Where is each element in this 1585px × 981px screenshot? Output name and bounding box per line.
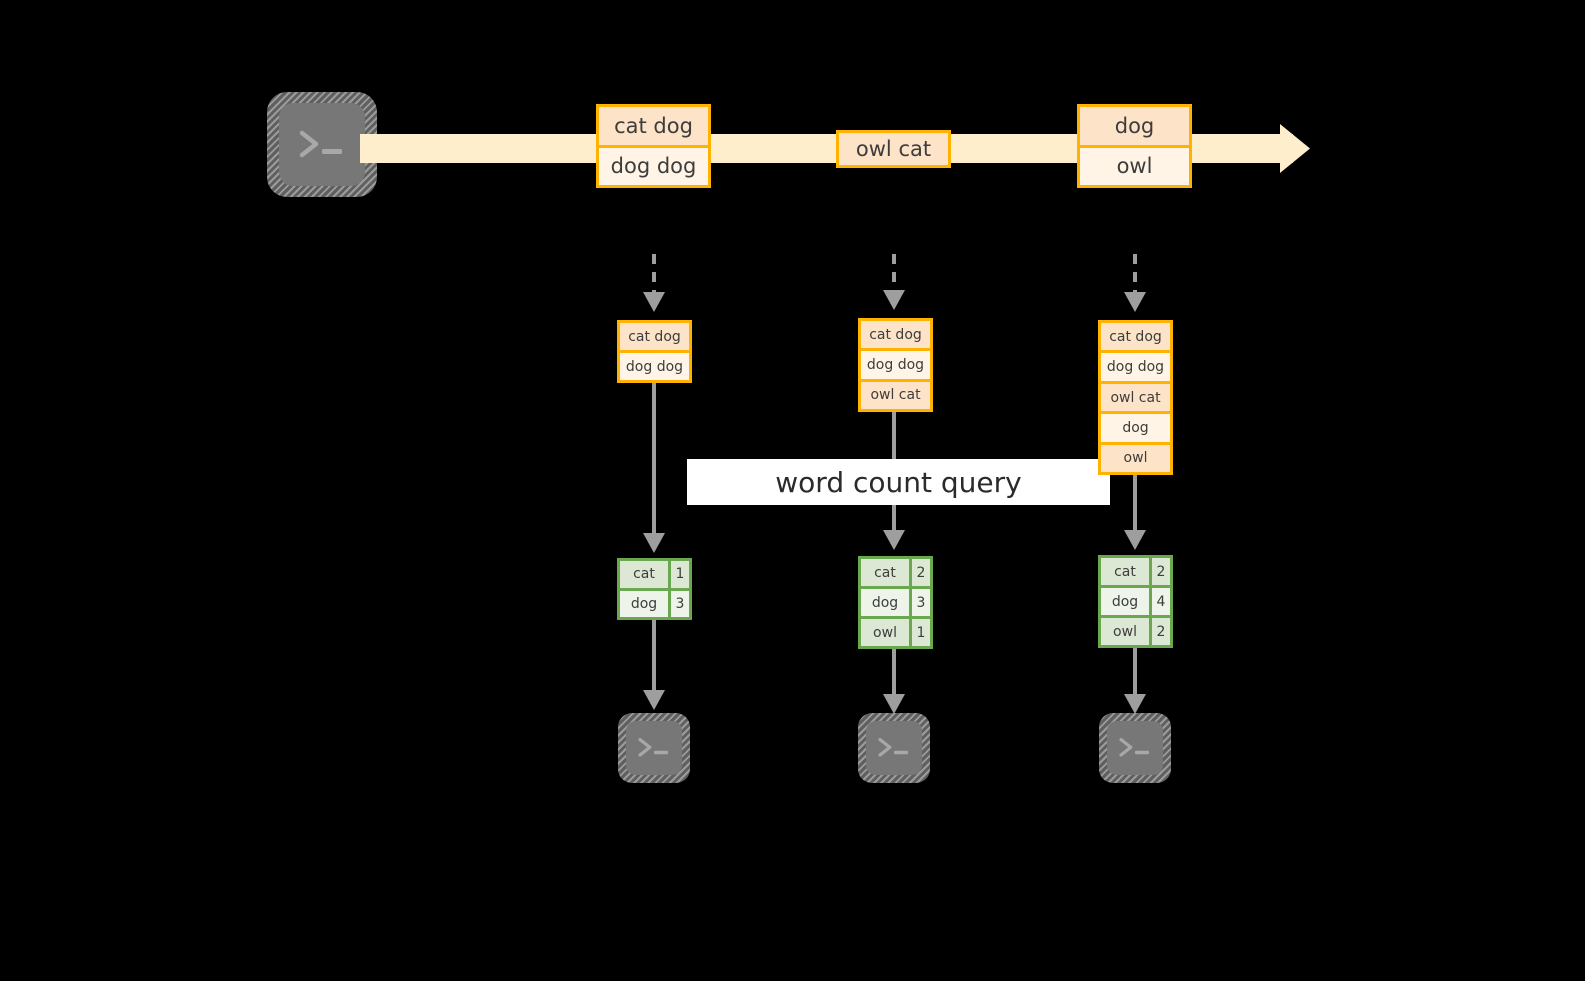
- trigger-2-input-row: dog dog: [861, 348, 930, 378]
- stream-arrow-head-icon: [1280, 124, 1310, 173]
- trigger-2-query-connector-arrow-icon: [883, 530, 905, 550]
- word-count-query-banner: word count query: [687, 459, 1110, 505]
- trigger-3-result-key: cat: [1101, 558, 1149, 585]
- trigger-3-result-count: 2: [1149, 558, 1170, 585]
- trigger-2-input-table: cat dog dog dog owl cat: [858, 318, 933, 412]
- trigger-2-input-row: owl cat: [861, 378, 930, 409]
- stream-batch-3-line-2: owl: [1080, 144, 1189, 186]
- stream-batch-1-line-1: cat dog: [599, 107, 708, 145]
- trigger-2-result-table: cat 2 dog 3 owl 1: [858, 556, 933, 649]
- trigger-2-input-row: cat dog: [861, 321, 930, 349]
- terminal-screen: [279, 103, 365, 186]
- trigger-1-sink-connector: [652, 620, 656, 690]
- trigger-2-result-count: 3: [909, 589, 930, 616]
- trigger-3-input-row: owl cat: [1101, 380, 1170, 412]
- trigger-3-result-table: cat 2 dog 4 owl 2: [1098, 555, 1173, 648]
- trigger-3-result-row: owl 2: [1101, 615, 1170, 645]
- trigger-3-result-count: 2: [1149, 618, 1170, 645]
- trigger-1-input-table: cat dog dog dog: [617, 320, 692, 383]
- trigger-2-stream-connector: [892, 254, 896, 290]
- stream-batch-2: owl cat: [836, 130, 951, 168]
- stream-batch-2-line-1: owl cat: [855, 137, 932, 161]
- trigger-3-result-row: cat 2: [1101, 558, 1170, 585]
- trigger-2-stream-connector-arrow-icon: [883, 290, 905, 310]
- trigger-1-result-count: 3: [668, 590, 689, 617]
- trigger-1-stream-connector-arrow-icon: [643, 292, 665, 312]
- trigger-2-result-key: cat: [861, 559, 909, 586]
- trigger-2-sink-connector-arrow-icon: [883, 694, 905, 714]
- stream-batch-3-line-1: dog: [1080, 107, 1189, 145]
- trigger-3-input-row: dog dog: [1101, 350, 1170, 380]
- trigger-1-result-table: cat 1 dog 3: [617, 558, 692, 620]
- trigger-3-input-row: dog: [1101, 411, 1170, 441]
- trigger-3-result-key: dog: [1111, 593, 1139, 610]
- shell-prompt-glyph: [299, 130, 342, 157]
- terminal-screen: [626, 721, 682, 775]
- trigger-1-sink-terminal-icon: [618, 713, 690, 783]
- trigger-2-sink-connector: [892, 649, 896, 694]
- trigger-2-result-row: dog 3: [861, 586, 930, 616]
- trigger-3-stream-connector-arrow-icon: [1124, 292, 1146, 312]
- trigger-2-result-count: 2: [909, 559, 930, 586]
- terminal-screen: [1107, 721, 1163, 775]
- trigger-3-result-row: dog 4: [1101, 585, 1170, 615]
- trigger-1-result-row: dog 3: [620, 587, 689, 617]
- trigger-1-query-connector: [652, 383, 656, 533]
- trigger-3-sink-connector-arrow-icon: [1124, 694, 1146, 714]
- source-terminal-icon: [267, 92, 377, 197]
- trigger-1-result-key: cat: [620, 561, 668, 588]
- trigger-1-input-row: cat dog: [620, 323, 689, 350]
- shell-prompt-glyph: [878, 738, 908, 757]
- shell-prompt-glyph: [638, 738, 668, 757]
- trigger-1-query-connector-arrow-icon: [643, 533, 665, 553]
- trigger-2-result-key: owl: [861, 619, 909, 646]
- stream-batch-1-line-2: dog dog: [599, 144, 708, 186]
- trigger-3-query-connector: [1133, 475, 1137, 530]
- trigger-1-result-count: 1: [668, 561, 689, 588]
- trigger-2-result-row: cat 2: [861, 559, 930, 586]
- trigger-3-sink-connector: [1133, 648, 1137, 694]
- trigger-1-sink-connector-arrow-icon: [643, 690, 665, 710]
- trigger-1-input-row: dog dog: [620, 350, 689, 380]
- trigger-2-result-key: dog: [871, 594, 899, 611]
- trigger-1-result-row: cat 1: [620, 561, 689, 588]
- trigger-3-input-row: owl: [1101, 441, 1170, 473]
- trigger-3-result-key: owl: [1101, 618, 1149, 645]
- stream-batch-1: cat dog dog dog: [596, 104, 711, 188]
- trigger-1-stream-connector: [652, 254, 656, 292]
- trigger-3-stream-connector: [1133, 254, 1137, 292]
- stream-batch-3: dog owl: [1077, 104, 1192, 188]
- trigger-2-result-count: 1: [909, 619, 930, 646]
- shell-prompt-glyph: [1119, 738, 1149, 757]
- trigger-3-input-table: cat dog dog dog owl cat dog owl: [1098, 320, 1173, 475]
- trigger-3-query-connector-arrow-icon: [1124, 530, 1146, 550]
- trigger-2-result-row: owl 1: [861, 616, 930, 646]
- terminal-screen: [866, 721, 922, 775]
- trigger-2-sink-terminal-icon: [858, 713, 930, 783]
- trigger-3-input-row: cat dog: [1101, 323, 1170, 351]
- trigger-1-result-key: dog: [630, 595, 658, 612]
- trigger-3-sink-terminal-icon: [1099, 713, 1171, 783]
- trigger-3-result-count: 4: [1149, 588, 1170, 615]
